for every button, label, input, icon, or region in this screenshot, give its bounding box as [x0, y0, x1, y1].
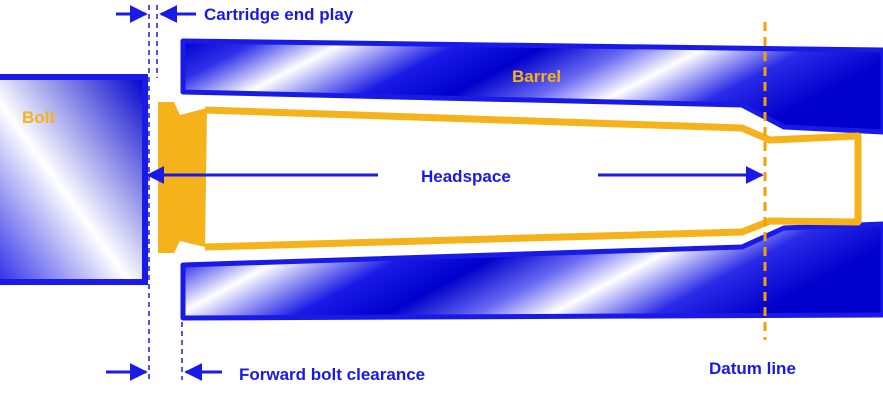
cartridge-head	[158, 102, 207, 253]
label-datum-line: Datum line	[709, 359, 796, 378]
cartridge-case	[204, 106, 862, 251]
label-headspace: Headspace	[421, 167, 511, 186]
label-barrel: Barrel	[512, 67, 561, 86]
label-cartridge-end-play: Cartridge end play	[204, 5, 354, 24]
label-bolt: Bolt	[22, 108, 55, 127]
bolt-body	[0, 74, 148, 285]
barrel-lower-wall	[180, 221, 883, 321]
label-forward-bolt-clearance: Forward bolt clearance	[239, 365, 425, 384]
barrel-upper-wall	[180, 38, 883, 135]
